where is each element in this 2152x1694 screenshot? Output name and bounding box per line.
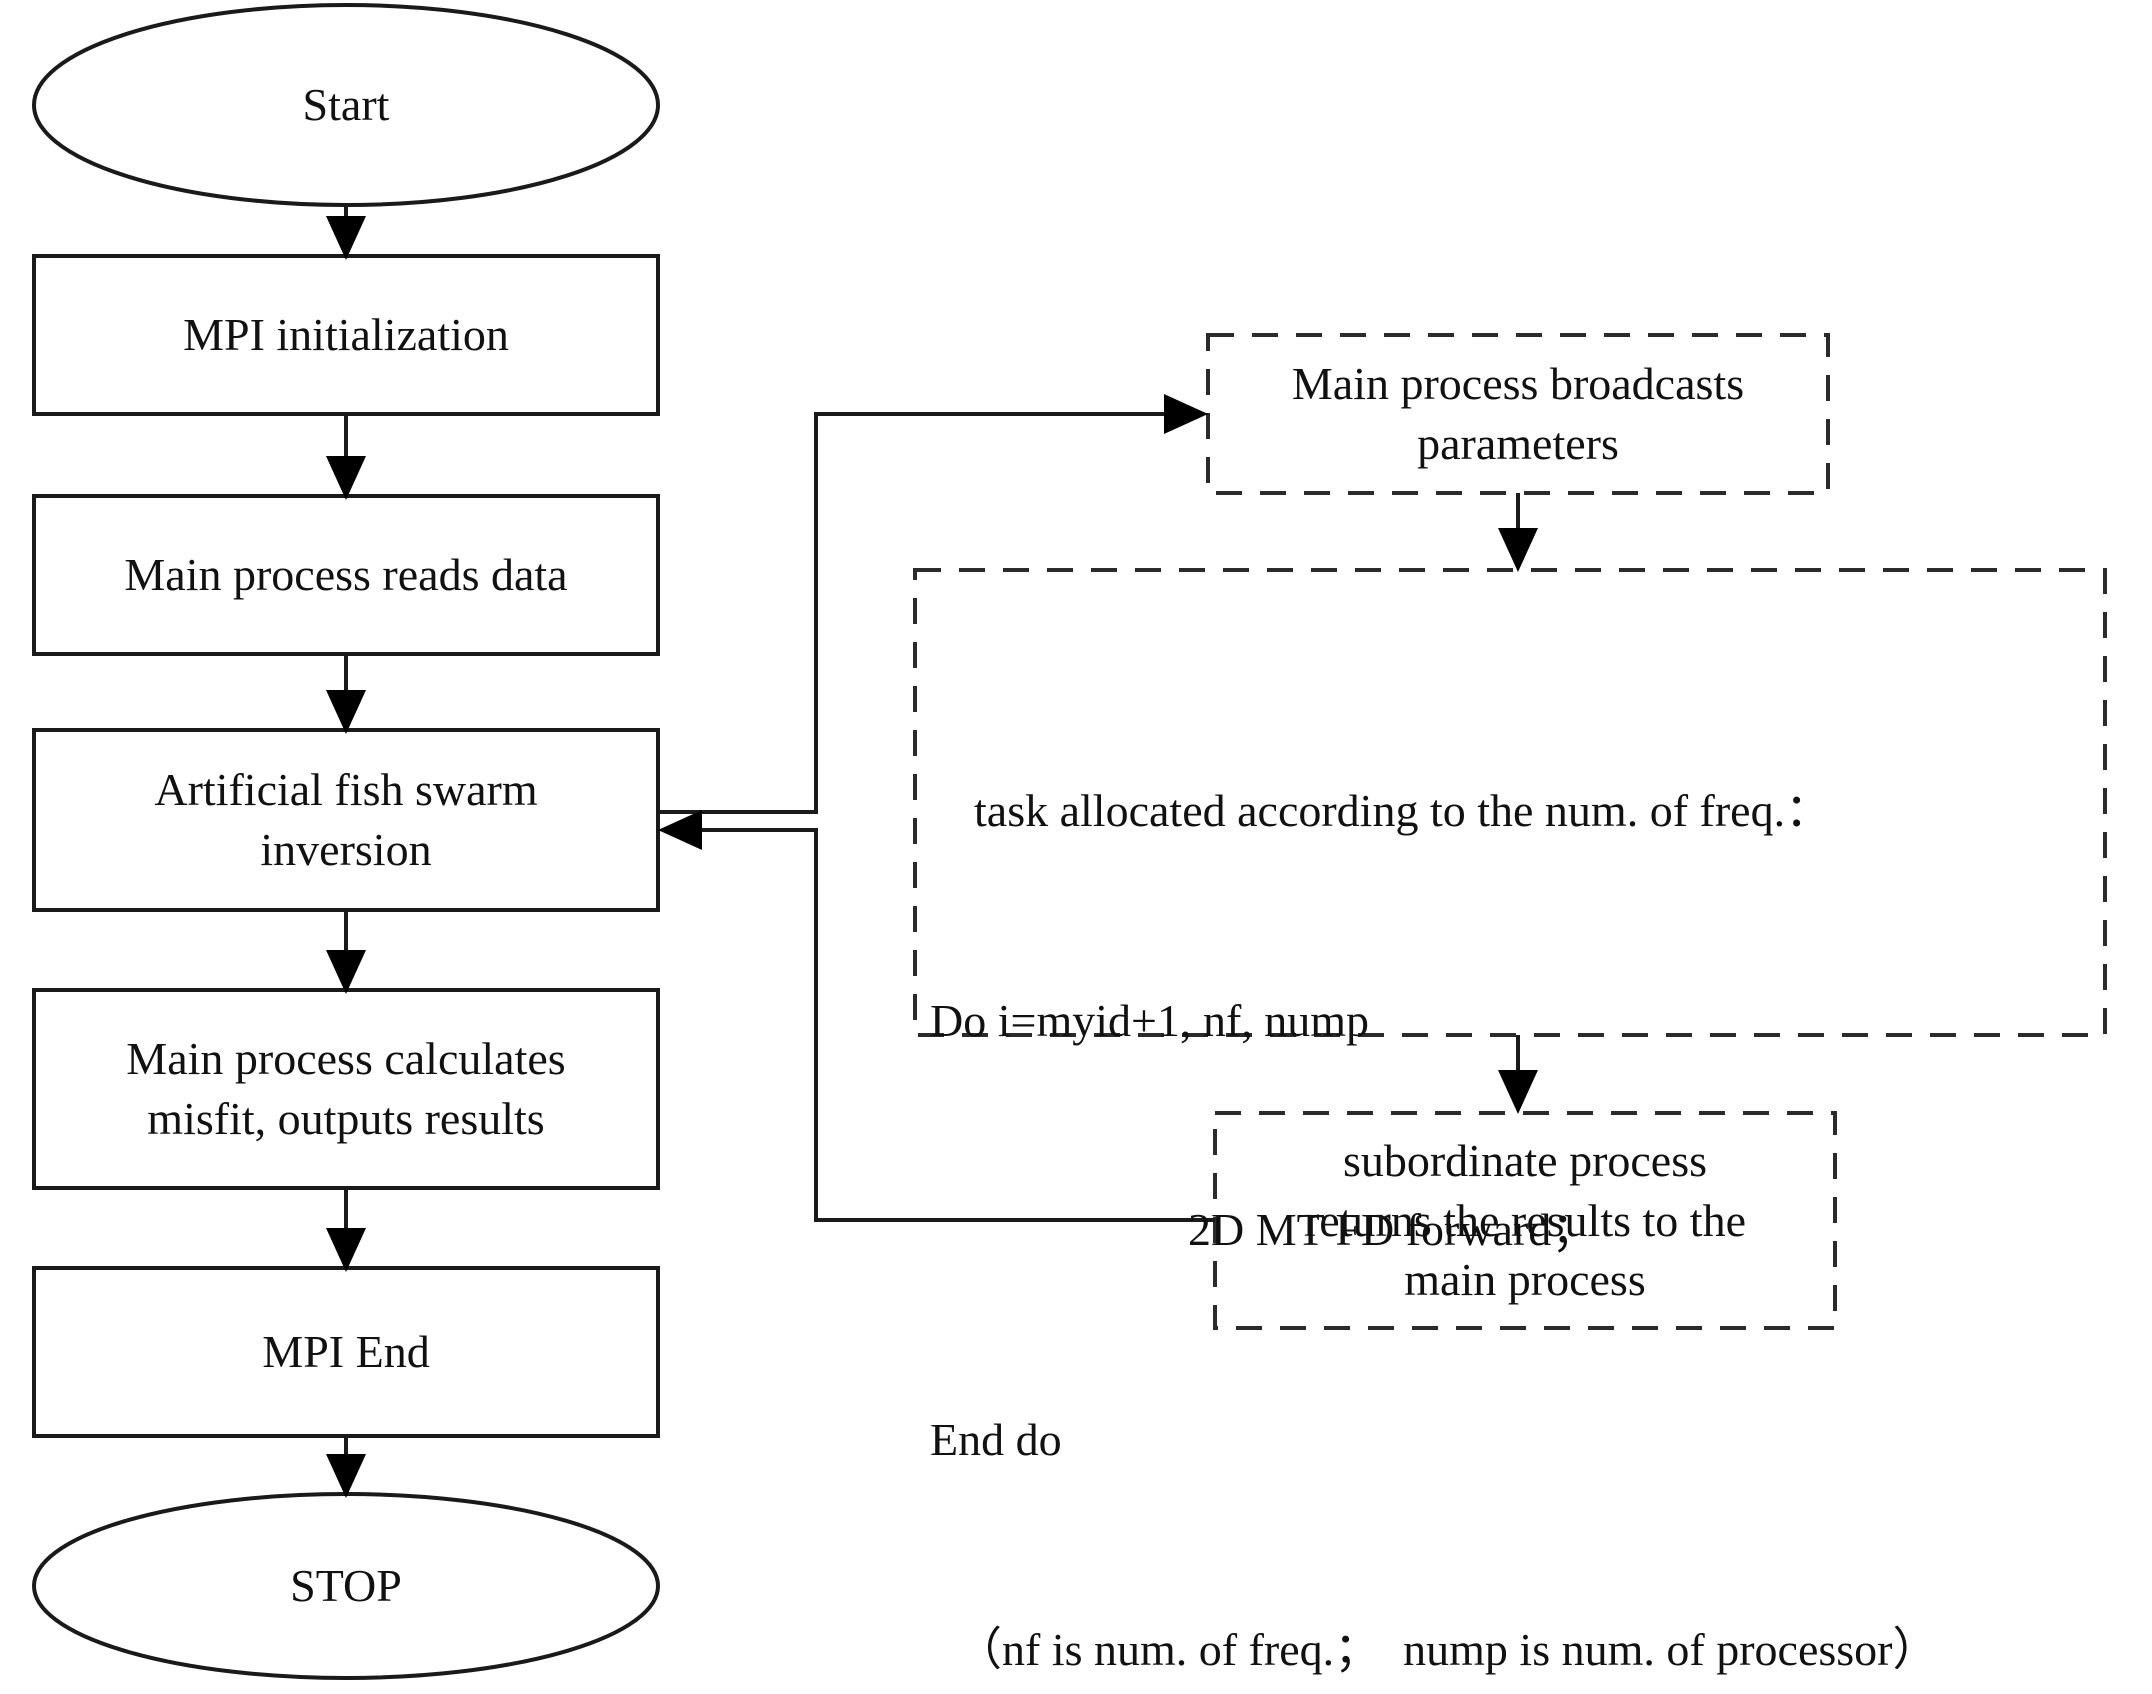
- edge-subordinate-to-inversion: [658, 810, 1215, 1222]
- node-start-shape: [32, 3, 660, 207]
- node-broadcast-shape: [1206, 333, 1830, 495]
- node-stop-shape: [32, 1492, 660, 1680]
- node-mpi-end-shape: [32, 1266, 660, 1438]
- node-read-data-shape: [32, 494, 660, 656]
- edge-start-to-mpi-init: [326, 205, 366, 260]
- node-task-alloc-shape: [913, 568, 2107, 1037]
- edge-broadcast-to-task-alloc: [1498, 493, 1538, 572]
- node-inversion-shape: [32, 728, 660, 912]
- edge-task-alloc-to-subordinate: [1498, 1035, 1538, 1114]
- edge-mpi-end-to-stop: [326, 1436, 366, 1498]
- node-mpi-init-shape: [32, 254, 660, 416]
- edge-read-data-to-inversion: [326, 654, 366, 734]
- edge-mpi-init-to-read-data: [326, 414, 366, 500]
- node-task-alloc-label: task allocated according to the num. of …: [930, 784, 1939, 1675]
- node-calc-misfit-shape: [32, 988, 660, 1190]
- edge-inversion-to-calc-misfit: [326, 910, 366, 994]
- node-subordinate-shape: [1213, 1111, 1837, 1330]
- edge-inversion-to-broadcast: [658, 394, 1208, 814]
- edge-calc-misfit-to-mpi-end: [326, 1188, 366, 1272]
